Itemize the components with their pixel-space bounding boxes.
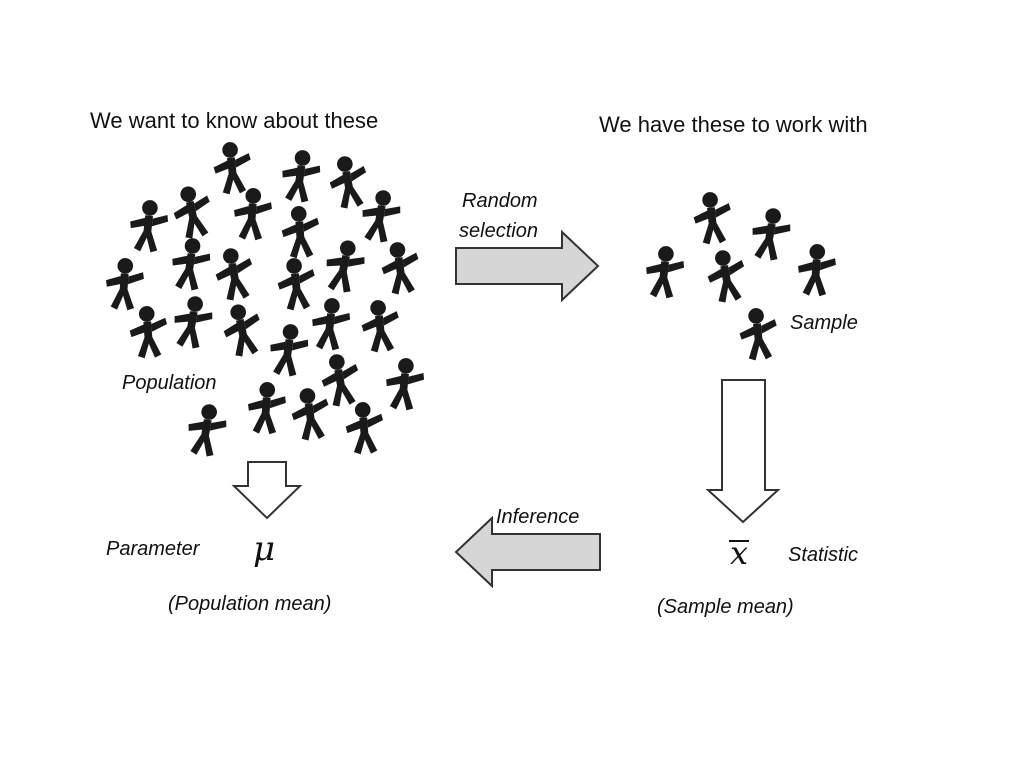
- population-person-icon-25: [183, 401, 230, 459]
- population-person-icon-26: [344, 400, 386, 456]
- statistic-label: Statistic: [788, 544, 859, 566]
- population-person-icon-14: [378, 239, 423, 297]
- population-person-icon-13: [320, 236, 369, 296]
- population-person-icon-17: [218, 300, 267, 360]
- population-person-icon-3: [325, 153, 372, 211]
- population-person-icon-2: [278, 147, 323, 205]
- sample-mean-label: (Sample mean): [657, 596, 794, 618]
- population-person-icon-11: [104, 256, 146, 312]
- sample-side-header: We have these to work with: [599, 112, 868, 137]
- population-crowd: [104, 140, 427, 459]
- population-person-icon-5: [168, 182, 217, 242]
- population-down-arrow: [231, 461, 303, 520]
- inference-label: Inference: [496, 506, 580, 528]
- population-person-icon-24: [288, 385, 333, 443]
- sample-person-icon-5: [796, 242, 838, 298]
- sample-label: Sample: [790, 312, 858, 334]
- population-mean-label: (Population mean): [168, 593, 332, 615]
- random-selection-label-line2: selection: [459, 220, 538, 242]
- random-selection-arrow: [455, 229, 600, 303]
- sample-person-icon-3: [643, 244, 687, 300]
- sample-down-arrow: [705, 379, 781, 524]
- population-person-icon-20: [266, 321, 311, 379]
- population-person-icon-16: [169, 293, 216, 351]
- population-person-icon-10: [211, 245, 258, 303]
- population-person-icon-18: [309, 296, 353, 352]
- population-person-icon-15: [128, 304, 170, 360]
- inference-arrow: [454, 515, 601, 589]
- population-person-icon-6: [232, 186, 274, 242]
- population-person-icon-4: [127, 198, 171, 254]
- population-person-icon-9: [168, 235, 213, 293]
- sample-group: [643, 190, 838, 362]
- mu-symbol: μ: [253, 529, 276, 569]
- population-person-icon-23: [246, 380, 288, 436]
- sample-person-icon-1: [691, 190, 735, 246]
- population-side-header: We want to know about these: [90, 108, 379, 133]
- population-person-icon-22: [383, 356, 427, 412]
- sample-person-icon-4: [703, 247, 750, 305]
- sample-person-icon-6: [737, 306, 781, 362]
- random-selection-label-line1: Random: [462, 190, 538, 212]
- population-person-icon-12: [275, 256, 319, 312]
- parameter-label: Parameter: [106, 538, 200, 560]
- population-label: Population: [122, 372, 217, 394]
- population-person-icon-8: [280, 204, 322, 260]
- population-person-icon-19: [359, 298, 403, 354]
- x-bar-symbol: x: [730, 534, 749, 572]
- population-person-icon-1: [211, 140, 255, 196]
- population-person-icon-7: [357, 187, 404, 245]
- sample-person-icon-2: [747, 205, 794, 263]
